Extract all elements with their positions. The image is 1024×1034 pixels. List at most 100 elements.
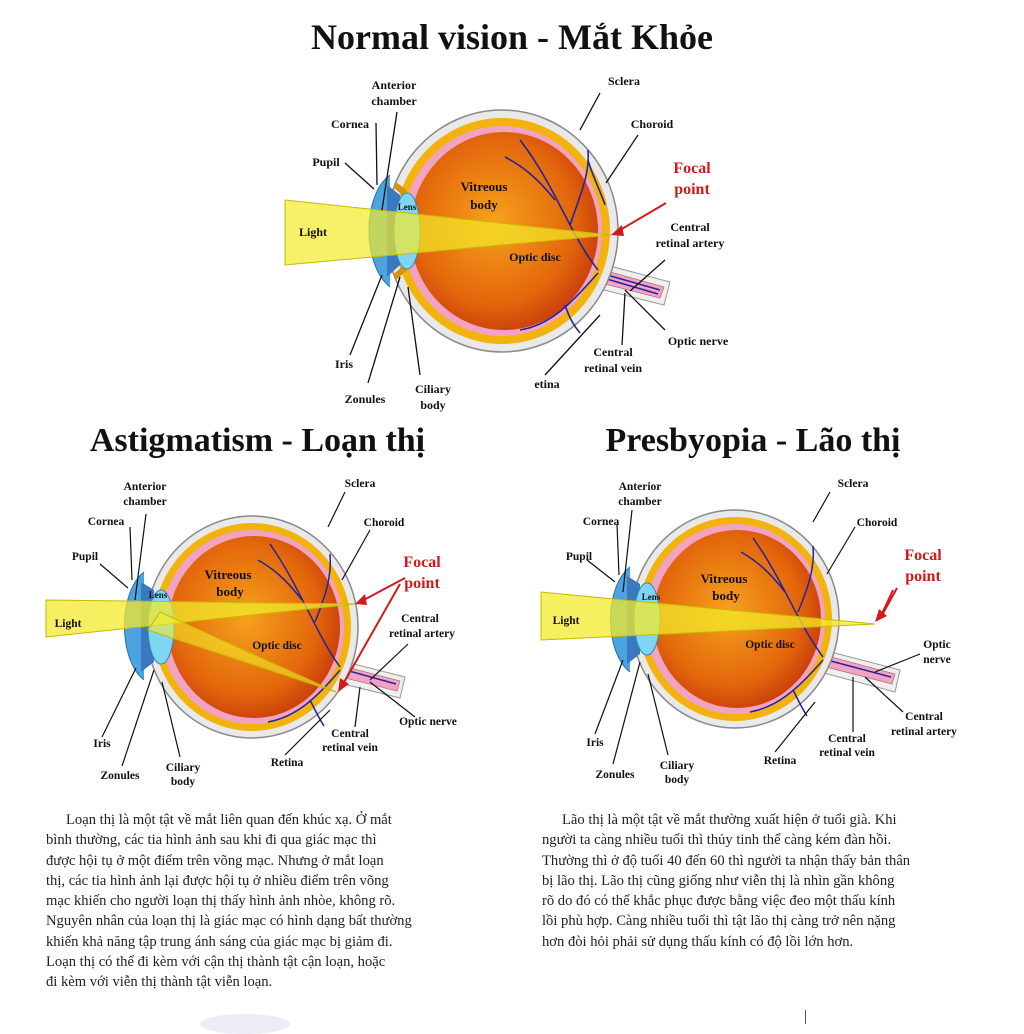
svg-text:retinal vein: retinal vein bbox=[322, 742, 378, 754]
presby-optic-disc-label: Optic disc bbox=[745, 639, 795, 651]
cornea-label: Cornea bbox=[331, 117, 369, 131]
presby-central-retinal-vein-label: Central bbox=[828, 733, 866, 745]
astig-ciliary-body-label: Ciliary bbox=[166, 762, 201, 774]
normal-labels: Anterior chamber Cornea Pupil Light Lens… bbox=[299, 74, 729, 412]
svg-text:retinal artery: retinal artery bbox=[891, 726, 957, 738]
iris-label: Iris bbox=[335, 357, 353, 371]
text-line: thị, các tia hình ảnh lại được hội tụ ở … bbox=[46, 872, 389, 889]
text-line: rõ do đó có thể khắc phục được bằng việc… bbox=[542, 893, 896, 910]
svg-text:chamber: chamber bbox=[123, 496, 166, 508]
presby-light-label: Light bbox=[553, 615, 580, 627]
text-line: đi kèm với viễn thị thành tật viễn loạn. bbox=[46, 974, 273, 991]
svg-text:body: body bbox=[712, 588, 740, 603]
central-retinal-vein-label-2: retinal vein bbox=[584, 361, 642, 375]
ciliary-body-label: Ciliary bbox=[415, 382, 451, 396]
central-retinal-artery-label-2: retinal artery bbox=[656, 236, 725, 250]
astigmatism-description: Loạn thị là một tật về mắt liên quan đến… bbox=[46, 810, 486, 993]
astig-pupil-label: Pupil bbox=[72, 551, 98, 563]
text-line: bình thường, các tia hình ảnh sau khi đi… bbox=[46, 832, 377, 849]
svg-text:Anterior: Anterior bbox=[372, 78, 417, 92]
vitreous-label: Vitreous bbox=[461, 179, 508, 194]
edge-mark bbox=[805, 1010, 806, 1024]
astig-retina-label: Retina bbox=[271, 757, 304, 769]
astig-iris-label: Iris bbox=[93, 738, 111, 750]
ciliary-body-label-2: body bbox=[420, 398, 445, 412]
retinal-vessels bbox=[504, 139, 606, 334]
astig-vitreous-label: Vitreous bbox=[205, 567, 252, 582]
astigmatism-diagram: Anterior chamber Cornea Pupil Light Lens… bbox=[45, 478, 457, 788]
text-line: lồi phù hợp. Càng nhiều tuổi thì tật lão… bbox=[542, 913, 896, 930]
vitreous-label-2: body bbox=[470, 197, 498, 212]
presby-cornea-label: Cornea bbox=[583, 516, 620, 528]
presby-zonules-label: Zonules bbox=[596, 769, 636, 781]
presbyopia-diagram: Anterior chamber Cornea Pupil Light Lens… bbox=[540, 478, 957, 786]
text-line: người ta càng nhiều tuổi thì thủy tinh t… bbox=[542, 832, 892, 849]
focal-point-label: Focal bbox=[673, 160, 711, 177]
zonules-label: Zonules bbox=[345, 392, 386, 406]
svg-text:point: point bbox=[404, 575, 440, 592]
central-retinal-artery-label: Central bbox=[670, 220, 710, 234]
astig-sclera-label: Sclera bbox=[345, 478, 376, 490]
astig-cornea-label: Cornea bbox=[88, 516, 125, 528]
text-line: khiến khả năng tập trung ánh sáng của gi… bbox=[46, 933, 393, 950]
presby-focal-point-label: Focal bbox=[904, 547, 942, 564]
presby-iris-label: Iris bbox=[586, 737, 604, 749]
lens-label: Lens bbox=[398, 202, 417, 212]
text-line: mạc khiến cho người loạn thị thấy hình ả… bbox=[46, 893, 396, 910]
svg-text:body: body bbox=[665, 774, 690, 786]
pupil-label: Pupil bbox=[312, 155, 340, 169]
presby-pupil-label: Pupil bbox=[566, 551, 592, 563]
text-line: Loạn thị có thể đi kèm với cận thị thành… bbox=[46, 954, 386, 971]
astig-light-label: Light bbox=[55, 618, 82, 630]
astig-choroid-label: Choroid bbox=[364, 517, 405, 529]
astig-central-retinal-artery-label: Central bbox=[401, 613, 439, 625]
presby-optic-nerve-label: Optic bbox=[923, 639, 950, 651]
text-line: Loạn thị là một tật về mắt liên quan đến… bbox=[66, 812, 392, 828]
astig-optic-nerve-label: Optic nerve bbox=[399, 716, 457, 728]
optic-nerve-label: Optic nerve bbox=[668, 334, 729, 348]
astig-optic-disc-label: Optic disc bbox=[252, 640, 302, 652]
presby-central-retinal-artery-label: Central bbox=[905, 711, 943, 723]
svg-text:chamber: chamber bbox=[618, 496, 661, 508]
svg-text:retinal artery: retinal artery bbox=[389, 628, 455, 640]
light-label: Light bbox=[299, 225, 327, 239]
astig-central-retinal-vein-label: Central bbox=[331, 728, 369, 740]
leader-lines bbox=[344, 92, 666, 384]
text-line: hơn đòi hỏi phải sử dụng thấu kính có độ… bbox=[542, 933, 854, 950]
astig-zonules-label: Zonules bbox=[101, 770, 141, 782]
presby-ciliary-body-label: Ciliary bbox=[660, 760, 695, 772]
central-retinal-vein-label: Central bbox=[593, 345, 633, 359]
sclera-label: Sclera bbox=[608, 74, 640, 88]
presby-retina-label: Retina bbox=[764, 755, 797, 767]
light-beam bbox=[284, 199, 612, 266]
astig-anterior-chamber-label: Anterior bbox=[124, 481, 167, 493]
anterior-chamber-label: Anterior bbox=[372, 78, 417, 92]
normal-vision-diagram: Anterior chamber Cornea Pupil Light Lens… bbox=[284, 74, 729, 412]
presby-anterior-chamber-label: Anterior bbox=[619, 481, 662, 493]
astig-lens-label: Lens bbox=[149, 590, 168, 600]
choroid-label: Choroid bbox=[631, 117, 674, 131]
presby-lens-label: Lens bbox=[642, 592, 661, 602]
presby-sclera-label: Sclera bbox=[838, 478, 869, 490]
title-normal-vision: Normal vision - Mắt Khỏe bbox=[311, 17, 713, 57]
text-line: Nguyên nhân của loạn thị là giác mạc có … bbox=[46, 913, 412, 930]
svg-text:body: body bbox=[216, 584, 244, 599]
svg-text:body: body bbox=[171, 776, 196, 788]
decorative-blob bbox=[200, 1014, 290, 1034]
svg-text:retinal vein: retinal vein bbox=[819, 747, 875, 759]
text-line: Lão thị là một tật về mắt thường xuất hi… bbox=[562, 812, 897, 828]
astig-focal-point-label: Focal bbox=[403, 554, 441, 571]
presby-vitreous-label: Vitreous bbox=[701, 571, 748, 586]
presbyopia-description: Lão thị là một tật về mắt thường xuất hi… bbox=[542, 810, 982, 952]
optic-disc-label: Optic disc bbox=[509, 250, 561, 264]
presby-choroid-label: Choroid bbox=[857, 517, 898, 529]
text-line: được hội tụ ở một điểm trên võng mạc. Nh… bbox=[46, 852, 384, 869]
retina-label: etina bbox=[534, 377, 559, 391]
text-line: bị lão thị. Lão thị cũng giống như viễn … bbox=[542, 872, 895, 889]
anterior-chamber-label-2: chamber bbox=[371, 94, 417, 108]
title-presbyopia: Presbyopia - Lão thị bbox=[605, 422, 901, 459]
title-astigmatism: Astigmatism - Loạn thị bbox=[89, 422, 426, 459]
svg-text:point: point bbox=[905, 568, 941, 585]
focal-point-label-2: point bbox=[674, 181, 710, 198]
svg-text:nerve: nerve bbox=[923, 654, 950, 666]
